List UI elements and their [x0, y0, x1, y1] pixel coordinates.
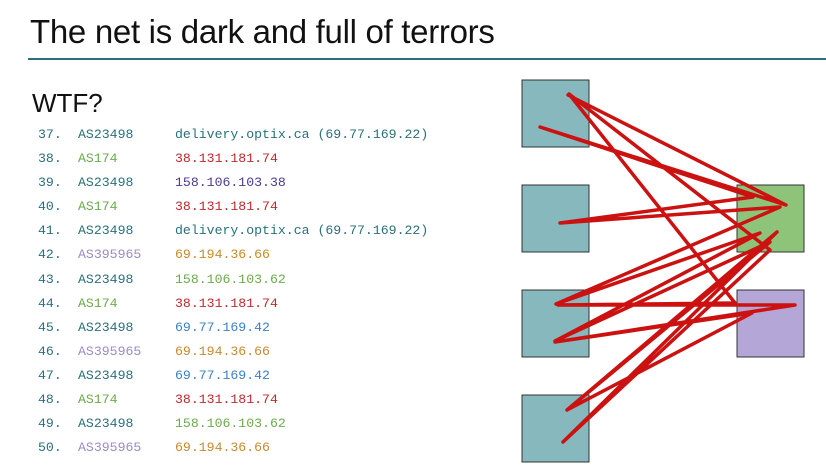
hop-number: 46. [38, 343, 62, 359]
as-number: AS395965 [78, 247, 142, 263]
hop-host: 38.131.181.74 [175, 295, 278, 311]
trace-row: 41. AS23498 delivery.optix.ca (69.77.169.2… [38, 219, 428, 243]
as-number: AS174 [78, 199, 118, 215]
as-number: AS174 [78, 392, 118, 408]
as-number: AS23498 [78, 416, 134, 432]
slide-title: The net is dark and full of terrors [30, 13, 495, 50]
trace-row: 45. AS23498 69.77.169.42 [38, 316, 428, 340]
hop-number: 37. [38, 127, 62, 142]
as-number: AS23498 [78, 175, 134, 191]
hop-number: 48. [38, 392, 62, 408]
hop-host: 38.131.181.74 [175, 199, 278, 215]
trace-row: 38. AS174 38.131.181.74 [38, 147, 428, 171]
hop-host: 158.106.103.62 [175, 416, 286, 432]
node-teal-2 [521, 184, 590, 253]
hop-host: 158.106.103.38 [175, 175, 286, 191]
hop-number: 50. [38, 440, 62, 456]
hop-host: 38.131.181.74 [175, 151, 278, 167]
trace-row: 47. AS23498 69.77.169.42 [38, 364, 428, 388]
hop-number: 40. [38, 199, 62, 215]
trace-row: 37. AS23498 delivery.optix.ca (69.77.169.2… [38, 123, 428, 147]
trace-row: 48. AS174 38.131.181.74 [38, 388, 428, 412]
hop-host: 69.77.169.42 [175, 367, 270, 383]
hop-host: 69.77.169.42 [175, 319, 270, 335]
trace-row: 43. AS23498 158.106.103.62 [38, 268, 428, 292]
trace-row: 46. AS395965 69.194.36.66 [38, 340, 428, 364]
trace-row: 39. AS23498 158.106.103.38 [38, 171, 428, 195]
node-teal-1 [521, 79, 590, 148]
hop-number: 49. [38, 416, 62, 432]
route-edges [538, 92, 797, 444]
hop-number: 47. [38, 367, 62, 383]
hop-number: 42. [38, 247, 62, 263]
hop-number: 39. [38, 175, 62, 191]
as-number: AS174 [78, 295, 118, 311]
as-number: AS23498 [78, 367, 134, 383]
hop-number: 41. [38, 223, 62, 239]
as-number: AS23498 [78, 319, 134, 335]
trace-row: 44. AS174 38.131.181.74 [38, 292, 428, 316]
route-edge-path [538, 92, 797, 444]
subtitle: WTF? [32, 88, 103, 118]
as-number: AS23498 [78, 127, 134, 142]
trace-row: 40. AS174 38.131.181.74 [38, 195, 428, 219]
hop-number: 43. [38, 271, 62, 287]
hop-host: 69.194.36.66 [175, 343, 270, 359]
hop-host: delivery.optix.ca (69.77.169.22) [175, 127, 429, 142]
hop-host: 38.131.181.74 [175, 392, 278, 408]
hop-host: delivery.optix.ca (69.77.169.22) [175, 223, 429, 239]
title-rule [28, 58, 826, 60]
node-purple [736, 289, 805, 358]
hop-number: 38. [38, 151, 62, 167]
as-number: AS395965 [78, 440, 142, 456]
as-number: AS23498 [78, 271, 134, 287]
trace-row: 42. AS395965 69.194.36.66 [38, 243, 428, 267]
hop-number: 45. [38, 319, 62, 335]
hop-host: 158.106.103.62 [175, 271, 286, 287]
hop-number: 44. [38, 295, 62, 311]
as-number: AS395965 [78, 343, 142, 359]
hop-host: 69.194.36.66 [175, 247, 270, 263]
hop-host: 69.194.36.66 [175, 440, 270, 456]
as-number: AS23498 [78, 223, 134, 239]
trace-row: 50. AS395965 69.194.36.66 [38, 436, 428, 460]
traceroute-list: 37. AS23498 delivery.optix.ca (69.77.169.2… [38, 123, 428, 460]
trace-row: 49. AS23498 158.106.103.62 [38, 412, 428, 436]
node-teal-3 [521, 289, 590, 358]
as-number: AS174 [78, 151, 118, 167]
